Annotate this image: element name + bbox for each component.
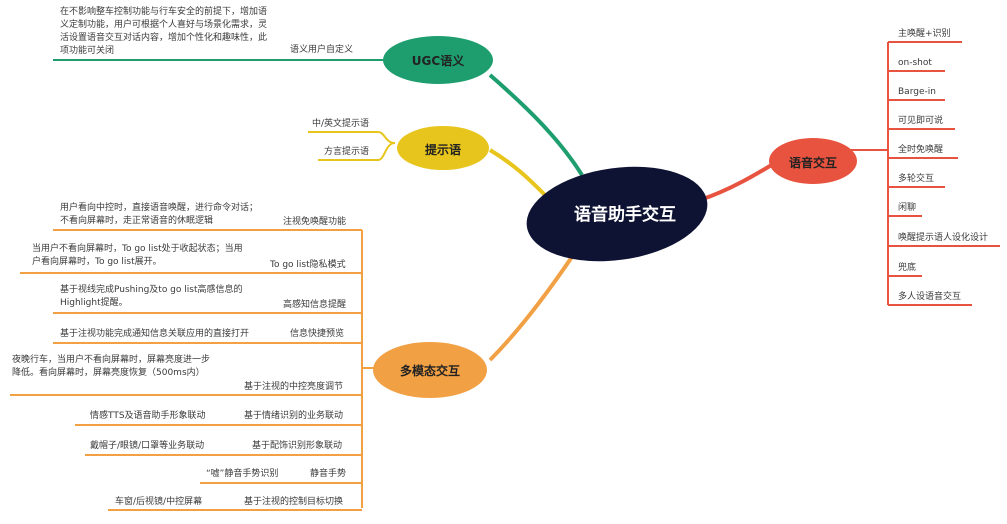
multi-node-shape bbox=[373, 342, 487, 398]
ugc-node-shape bbox=[383, 36, 493, 84]
voice-node-shape bbox=[769, 138, 857, 184]
multi-bracket bbox=[10, 229, 375, 511]
multi-item-1-title: To go list隐私模式 bbox=[270, 260, 346, 270]
multi-node-label: 多模态交互 bbox=[399, 364, 460, 378]
multi-item-8-title: 基于注视的控制目标切换 bbox=[244, 497, 344, 507]
voice-item-2: Barge-in bbox=[898, 87, 936, 97]
center-node-label: 语音助手交互 bbox=[574, 205, 676, 225]
voice-item-7: 唤醒提示语人设化设计 bbox=[898, 233, 989, 243]
tip-node-label: 提示语 bbox=[424, 143, 461, 157]
voice-item-8: 兜底 bbox=[898, 263, 917, 273]
multi-item-8-desc: 车窗/后视镜/中控屏幕 bbox=[115, 497, 203, 507]
multi-item-4-desc: 夜晚行车，当用户不看向屏幕时，屏幕亮度进一步降低。看向屏幕时，屏幕亮度恢复（50… bbox=[12, 355, 211, 378]
multi-item-1-desc: 当用户不看向屏幕时，To go list处于收起状态；当用户看向屏幕时，To g… bbox=[32, 244, 243, 267]
voice-node-label: 语音交互 bbox=[788, 156, 837, 170]
connector-ugc bbox=[488, 73, 584, 177]
voice-item-5: 多轮交互 bbox=[898, 174, 935, 184]
voice-bracket bbox=[835, 41, 1000, 306]
multi-item-3-desc: 基于注视功能完成通知信息关联应用的直接打开 bbox=[60, 329, 250, 339]
multi-item-6-title: 基于配饰识别形象联动 bbox=[252, 441, 343, 451]
multi-item-0-title: 注视免唤醒功能 bbox=[283, 217, 347, 227]
tip-item-0: 中/英文提示语 bbox=[312, 119, 370, 129]
multi-item-6-desc: 戴帽子/眼镜/口罩等业务联动 bbox=[90, 441, 205, 451]
ugc-item-desc: 在不影响整车控制功能与行车安全的前提下，增加语义定制功能，用户可根据个人喜好与场… bbox=[60, 7, 268, 56]
multi-item-0-desc: 用户看向中控时，直接语音唤醒，进行命令对话；不看向屏幕时，走正常语音的休眠逻辑 bbox=[60, 203, 259, 226]
multi-item-2-desc: 基于视线完成Pushing及to go list高感信息的Highlight提醒… bbox=[60, 285, 243, 308]
multi-item-2-title: 高感知信息提醒 bbox=[283, 300, 347, 310]
multi-item-5-desc: 情感TTS及语音助手形象联动 bbox=[90, 411, 206, 421]
multi-item-3-title: 信息快捷预览 bbox=[290, 329, 345, 339]
multi-item-5-title: 基于情绪识别的业务联动 bbox=[244, 411, 344, 421]
voice-item-4: 全时免唤醒 bbox=[898, 145, 944, 155]
voice-item-0: 主唤醒+识别 bbox=[898, 29, 951, 39]
connector-tip bbox=[488, 148, 547, 197]
multi-item-7-title: 静音手势 bbox=[310, 469, 347, 479]
multi-item-4-title: 基于注视的中控亮度调节 bbox=[244, 382, 344, 392]
tip-item-1: 方言提示语 bbox=[324, 147, 370, 157]
center-node-shape bbox=[526, 166, 708, 262]
tip-bracket bbox=[308, 131, 396, 161]
voice-item-9: 多人设语音交互 bbox=[898, 292, 962, 302]
voice-item-3: 可见即可说 bbox=[898, 116, 944, 126]
ugc-item-title: 语义用户自定义 bbox=[290, 45, 354, 55]
connector-voice bbox=[699, 158, 782, 202]
voice-item-1: on-shot bbox=[898, 58, 932, 68]
ugc-node-label: UGC语义 bbox=[411, 54, 465, 68]
connector-multi bbox=[488, 243, 582, 362]
tip-node-shape bbox=[397, 126, 489, 170]
multi-item-7-desc: “嘘”静音手势识别 bbox=[206, 469, 279, 479]
voice-item-6: 闲聊 bbox=[898, 203, 917, 213]
